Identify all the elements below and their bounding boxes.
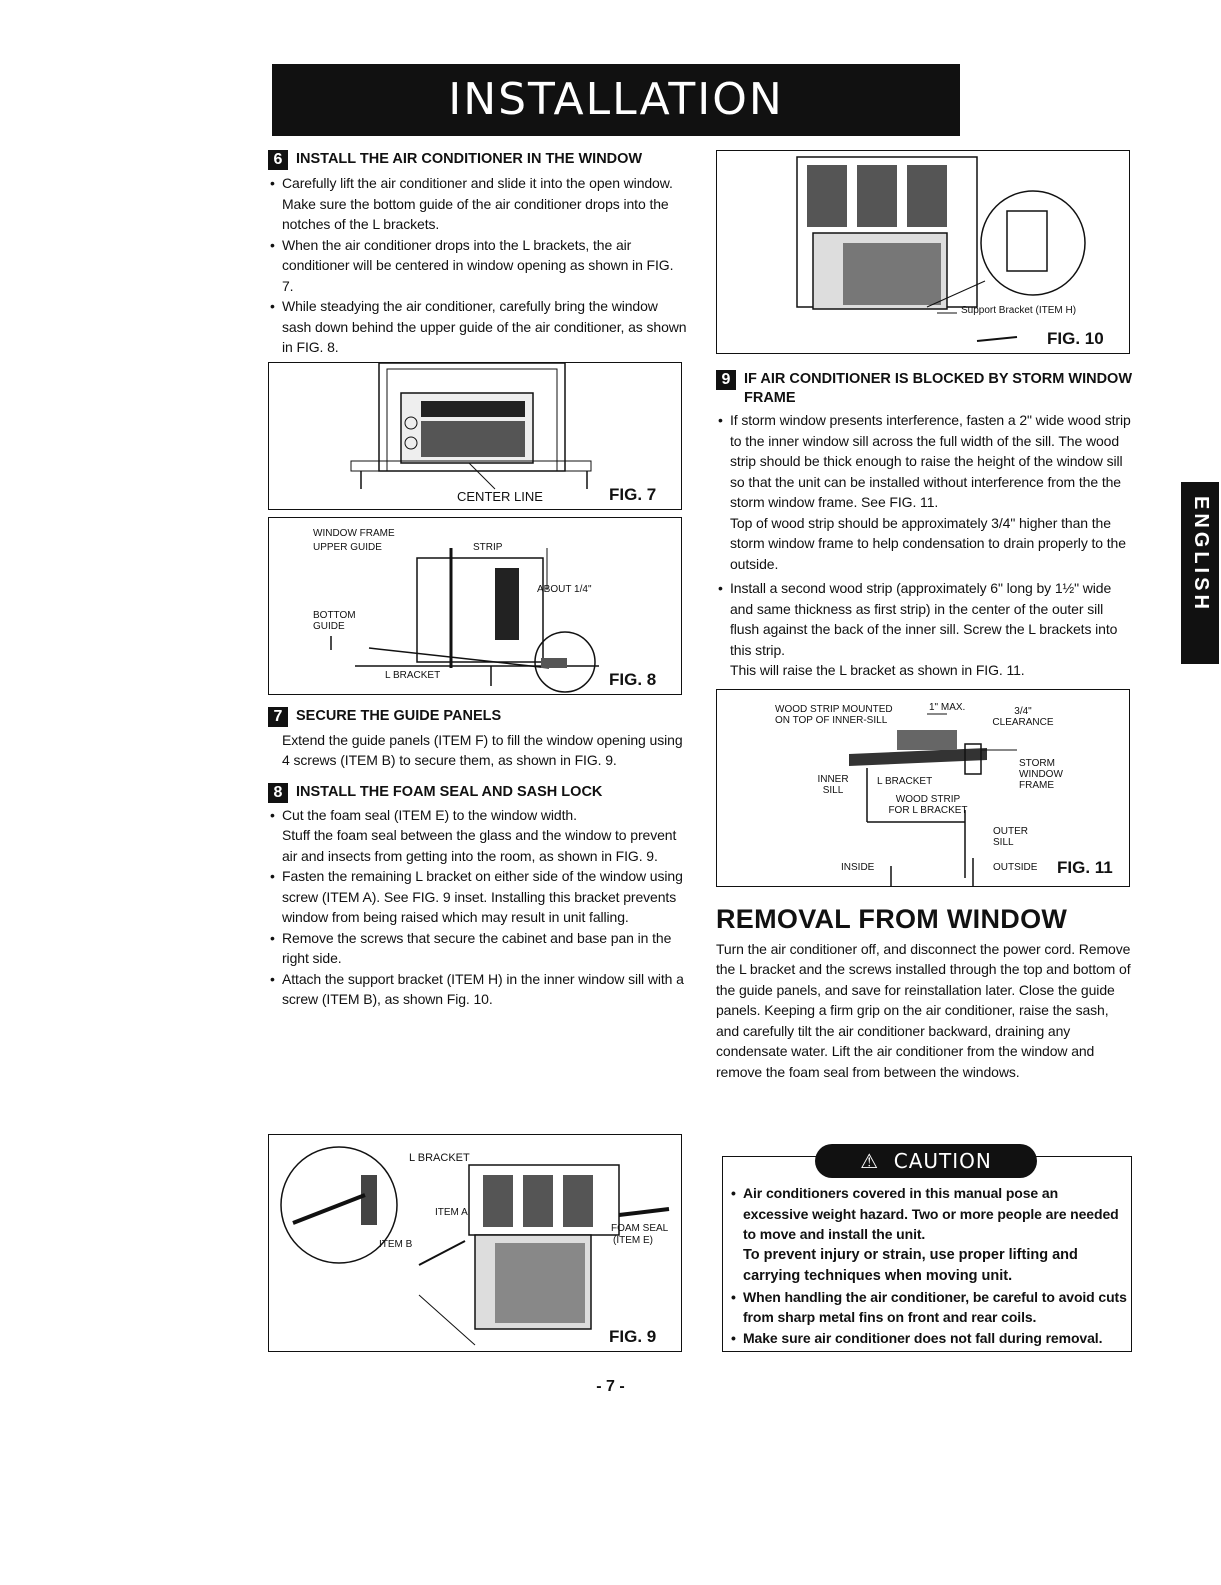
figure-8-drawing — [330, 547, 599, 693]
step-8-heading: 8 INSTALL THE FOAM SEAL AND SASH LOCK — [268, 782, 688, 803]
language-tab: ENGLISH — [1181, 482, 1219, 664]
step-7-number: 7 — [268, 706, 288, 727]
step-8-bullet: •Cut the foam seal (ITEM E) to the windo… — [270, 806, 577, 823]
step-7-heading: 7 SECURE THE GUIDE PANELS — [268, 706, 688, 727]
step-6-bullets: •Carefully lift the air conditioner and … — [268, 173, 688, 358]
step-7-text: Extend the guide panels (ITEM F) to fill… — [282, 731, 683, 769]
figure-11-outer-sill: OUTER SILL — [993, 825, 1028, 848]
figure-10-support-bracket: Support Bracket (ITEM H) — [961, 305, 1077, 316]
step-9-bullet: •If storm window presents interference, … — [718, 412, 1131, 510]
figure-11-max: 1" MAX. — [929, 701, 966, 713]
left-column: 6 INSTALL THE AIR CONDITIONER IN THE WIN… — [268, 150, 688, 1010]
step-7-title: SECURE THE GUIDE PANELS — [296, 707, 502, 724]
figure-11: WOOD STRIP MOUNTED ON TOP OF INNER-SILL … — [716, 688, 1130, 887]
step-9-number: 9 — [716, 370, 736, 390]
step-6-bullet: •While steadying the air conditioner, ca… — [270, 298, 687, 355]
figure-8-l-bracket: L BRACKET — [385, 669, 441, 681]
figure-11-inner-sill: INNER SILL — [817, 773, 849, 796]
figure-11-drawing — [849, 713, 1017, 886]
figure-8-strip: STRIP — [473, 541, 503, 553]
caution-bullet: •When handling the air conditioner, be c… — [731, 1288, 1127, 1326]
figure-11-wood-strip-mounted: WOOD STRIP MOUNTED ON TOP OF INNER-SILL — [775, 703, 893, 726]
figure-8-window-frame: WINDOW FRAME — [313, 527, 395, 539]
figure-11-clearance: 3/4" CLEARANCE — [992, 705, 1054, 728]
figure-9-drawing — [280, 1146, 670, 1346]
step-8-bullet: •Fasten the remaining L bracket on eithe… — [270, 868, 683, 925]
figure-11-wood-strip-for: WOOD STRIP FOR L BRACKET — [888, 793, 968, 816]
step-9-bullets: •If storm window presents interference, … — [716, 410, 1134, 681]
step-8-title: INSTALL THE FOAM SEAL AND SASH LOCK — [296, 783, 603, 800]
step-9-bullet: •Install a second wood strip (approximat… — [718, 580, 1118, 658]
figure-11-label: FIG. 11 — [1057, 857, 1113, 877]
figure-8-label: FIG. 8 — [609, 669, 657, 689]
figure-7: CENTER LINE FIG. 7 — [268, 361, 682, 510]
step-6-number: 6 — [268, 150, 288, 170]
step-9-bullet-continued: Top of wood strip should be approximatel… — [730, 514, 1126, 572]
step-6-bullet: •When the air conditioner drops into the… — [270, 236, 674, 294]
figure-9: L BRACKET ITEM A ITEM B FOAM SEAL (ITEM … — [268, 1134, 682, 1352]
right-column: Support Bracket (ITEM H) FIG. 10 9 IF AI… — [716, 150, 1134, 1082]
step-9-bullet-continued: This will raise the L bracket as shown i… — [730, 662, 1025, 678]
step-8-bullet: •Remove the screws that secure the cabin… — [270, 929, 672, 967]
caution-bullet: •Make sure air conditioner does not fall… — [731, 1329, 1103, 1346]
step-9-title: IF AIR CONDITIONER IS BLOCKED BY STORM W… — [744, 371, 1133, 406]
figure-7-drawing — [350, 362, 592, 489]
figure-9-item-e: (ITEM E) — [613, 1235, 653, 1246]
step-8-bullet-continued: Stuff the foam seal between the glass an… — [282, 827, 677, 864]
page-number: - 7 - — [596, 1378, 625, 1395]
figure-9-label: FIG. 9 — [609, 1327, 657, 1346]
step-8-bullets: •Cut the foam seal (ITEM E) to the windo… — [268, 805, 688, 1010]
removal-text: Turn the air conditioner off, and discon… — [716, 940, 1131, 1080]
figure-11-inside: INSIDE — [841, 861, 875, 873]
figure-10-drawing — [796, 156, 1086, 342]
figure-7-center-line: CENTER LINE — [457, 488, 543, 504]
step-6-heading: 6 INSTALL THE AIR CONDITIONER IN THE WIN… — [268, 150, 688, 170]
figure-11-storm-window-frame: STORM WINDOW FRAME — [1019, 757, 1063, 791]
step-6-bullet: •Carefully lift the air conditioner and … — [270, 175, 673, 232]
figure-7-label: FIG. 7 — [609, 484, 657, 504]
section-banner: INSTALLATION — [272, 64, 960, 136]
figure-8-about: ABOUT 1/4" — [537, 583, 592, 595]
figure-8-upper-guide: UPPER GUIDE — [313, 541, 382, 553]
step-8-number: 8 — [268, 782, 288, 803]
figure-9-item-a: ITEM A — [435, 1207, 468, 1218]
figure-8: WINDOW FRAME UPPER GUIDE STRIP ABOUT 1/4… — [268, 516, 682, 695]
figure-11-l-bracket: L BRACKET — [877, 775, 933, 787]
figure-8-bottom-guide: BOTTOM GUIDE — [313, 609, 356, 632]
figure-10: Support Bracket (ITEM H) FIG. 10 — [716, 150, 1130, 354]
caution-bullet-continued: To prevent injury or strain, use proper … — [743, 1246, 1078, 1284]
figure-9-item-b: ITEM B — [379, 1239, 413, 1250]
caution-box: ⚠ CAUTION •Air conditioners covered in t… — [722, 1144, 1132, 1352]
figure-11-outside: OUTSIDE — [993, 861, 1038, 873]
step-6-title: INSTALL THE AIR CONDITIONER IN THE WINDO… — [296, 151, 643, 167]
figure-10-label: FIG. 10 — [1047, 329, 1104, 348]
caution-title: ⚠ CAUTION — [815, 1144, 1037, 1178]
figure-9-l-bracket: L BRACKET — [409, 1152, 470, 1164]
step-9-heading: 9 IF AIR CONDITIONER IS BLOCKED BY STORM… — [716, 370, 1134, 408]
caution-bullet: •Air conditioners covered in this manual… — [731, 1185, 1119, 1242]
caution-body: •Air conditioners covered in this manual… — [729, 1183, 1127, 1348]
figure-9-foam-seal: FOAM SEAL — [611, 1223, 669, 1234]
warning-icon: ⚠ — [860, 1149, 880, 1173]
step-8-bullet: •Attach the support bracket (ITEM H) in … — [270, 970, 684, 1008]
removal-title: REMOVAL FROM WINDOW — [716, 903, 1068, 934]
